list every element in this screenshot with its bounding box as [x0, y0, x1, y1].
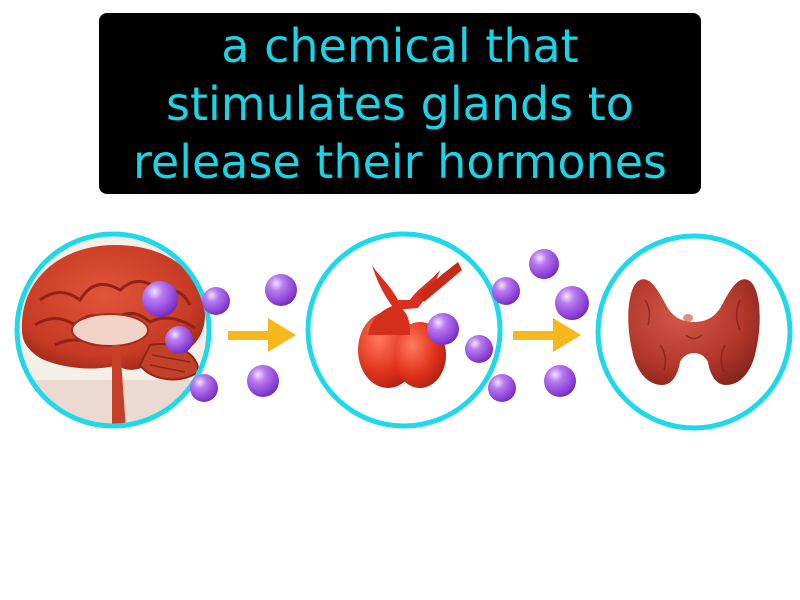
hormone-molecule-icon: [202, 287, 230, 315]
hormone-molecule-icon: [165, 326, 193, 354]
definition-line-3: release their hormones: [133, 134, 667, 189]
hormone-molecule-icon: [265, 274, 297, 306]
hormone-molecule-icon: [555, 286, 589, 320]
hormone-molecule-icon: [529, 249, 559, 279]
arrow-right-icon: [228, 318, 296, 352]
pituitary-panel: [305, 231, 503, 429]
thyroid-gland-icon: [628, 279, 760, 385]
hormone-molecule-icon: [142, 281, 178, 317]
hormone-molecule-icon: [465, 335, 493, 363]
definition-caption: a chemical that stimulates glands to rel…: [99, 13, 701, 194]
hormone-molecule-icon: [247, 365, 279, 397]
hormone-molecule-icon: [190, 374, 218, 402]
definition-text: a chemical that stimulates glands to rel…: [133, 17, 667, 191]
brain-panel-ring: [14, 231, 212, 429]
hormone-molecule-icon: [492, 277, 520, 305]
hormone-molecule-icon: [427, 313, 459, 345]
definition-line-1: a chemical that: [221, 18, 579, 73]
hormone-molecule-icon: [544, 365, 576, 397]
hormone-molecule-icon: [488, 374, 516, 402]
hormone-molecules: [142, 249, 589, 402]
thyroid-panel: [595, 233, 793, 431]
arrow-right-icon: [513, 318, 581, 352]
definition-line-2: stimulates glands to: [166, 76, 634, 131]
